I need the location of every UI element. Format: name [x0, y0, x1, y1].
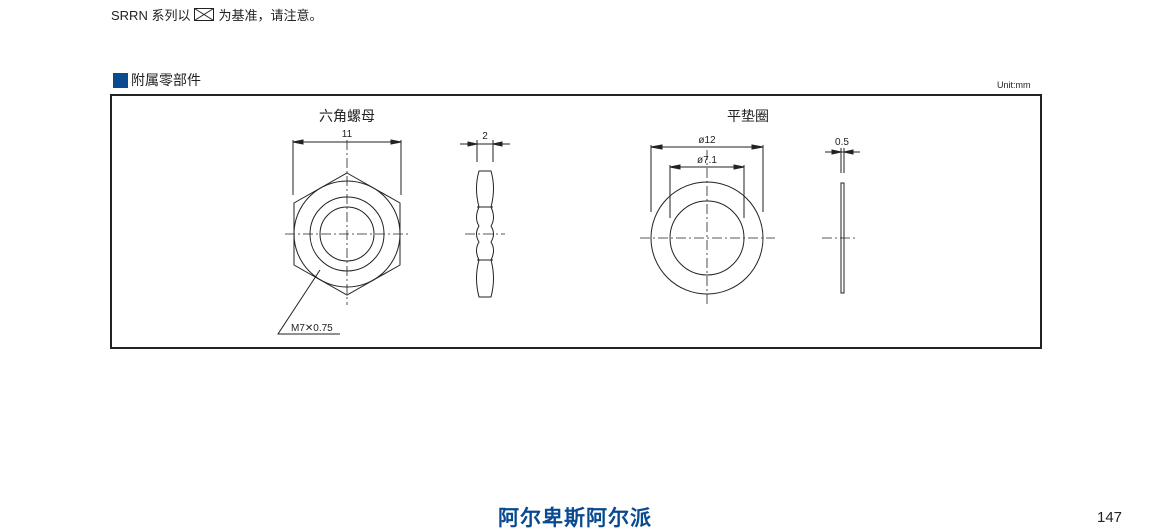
note-suffix: 为基准，请注意。	[218, 8, 323, 23]
width-dimension-lines	[292, 140, 402, 195]
hex-nut-side-view	[476, 170, 494, 298]
outer-diameter-label: ø12	[698, 135, 716, 146]
washer-thickness-label: 0.5	[835, 137, 849, 148]
section-heading: 附属零部件	[113, 70, 201, 90]
dimension-arrows	[292, 139, 402, 145]
hex-outline	[293, 172, 401, 296]
center-lines	[640, 150, 775, 305]
thickness-dimension-lines	[825, 148, 860, 173]
hex-thickness-label: 2	[482, 131, 488, 142]
inner-diameter-label: ø7.1	[697, 155, 717, 166]
thread-leader-line	[277, 269, 340, 335]
unit-label: Unit:mm	[997, 80, 1031, 90]
washer-title: 平垫圈	[727, 108, 769, 124]
crossed-box-icon	[194, 8, 215, 21]
brand-footer: 阿尔卑斯阿尔派	[498, 507, 652, 529]
dimension-arrows	[831, 149, 854, 155]
dimension-arrows	[650, 144, 764, 170]
hex-nut-drawing: 六角螺母 11 M7✕0.75 2	[277, 108, 510, 335]
center-lines	[285, 140, 410, 305]
side-edges	[477, 206, 493, 261]
hex-nut-title: 六角螺母	[319, 108, 375, 124]
page-number: 147	[1097, 509, 1123, 526]
hex-width-label: 11	[342, 129, 353, 140]
thread-spec-label: M7✕0.75	[291, 323, 333, 334]
diameter-dimension-lines	[650, 145, 764, 218]
section-title: 附属零部件	[131, 72, 201, 88]
section-marker-icon	[113, 72, 128, 88]
series-note: SRRN 系列以 为基准，请注意。	[111, 5, 322, 24]
note-prefix: SRRN 系列以	[111, 8, 191, 23]
drawing-frame	[110, 94, 1042, 349]
flat-washer-drawing: 平垫圈 ø12 ø7.1 0.5	[640, 108, 860, 305]
dimension-arrows	[467, 141, 503, 147]
